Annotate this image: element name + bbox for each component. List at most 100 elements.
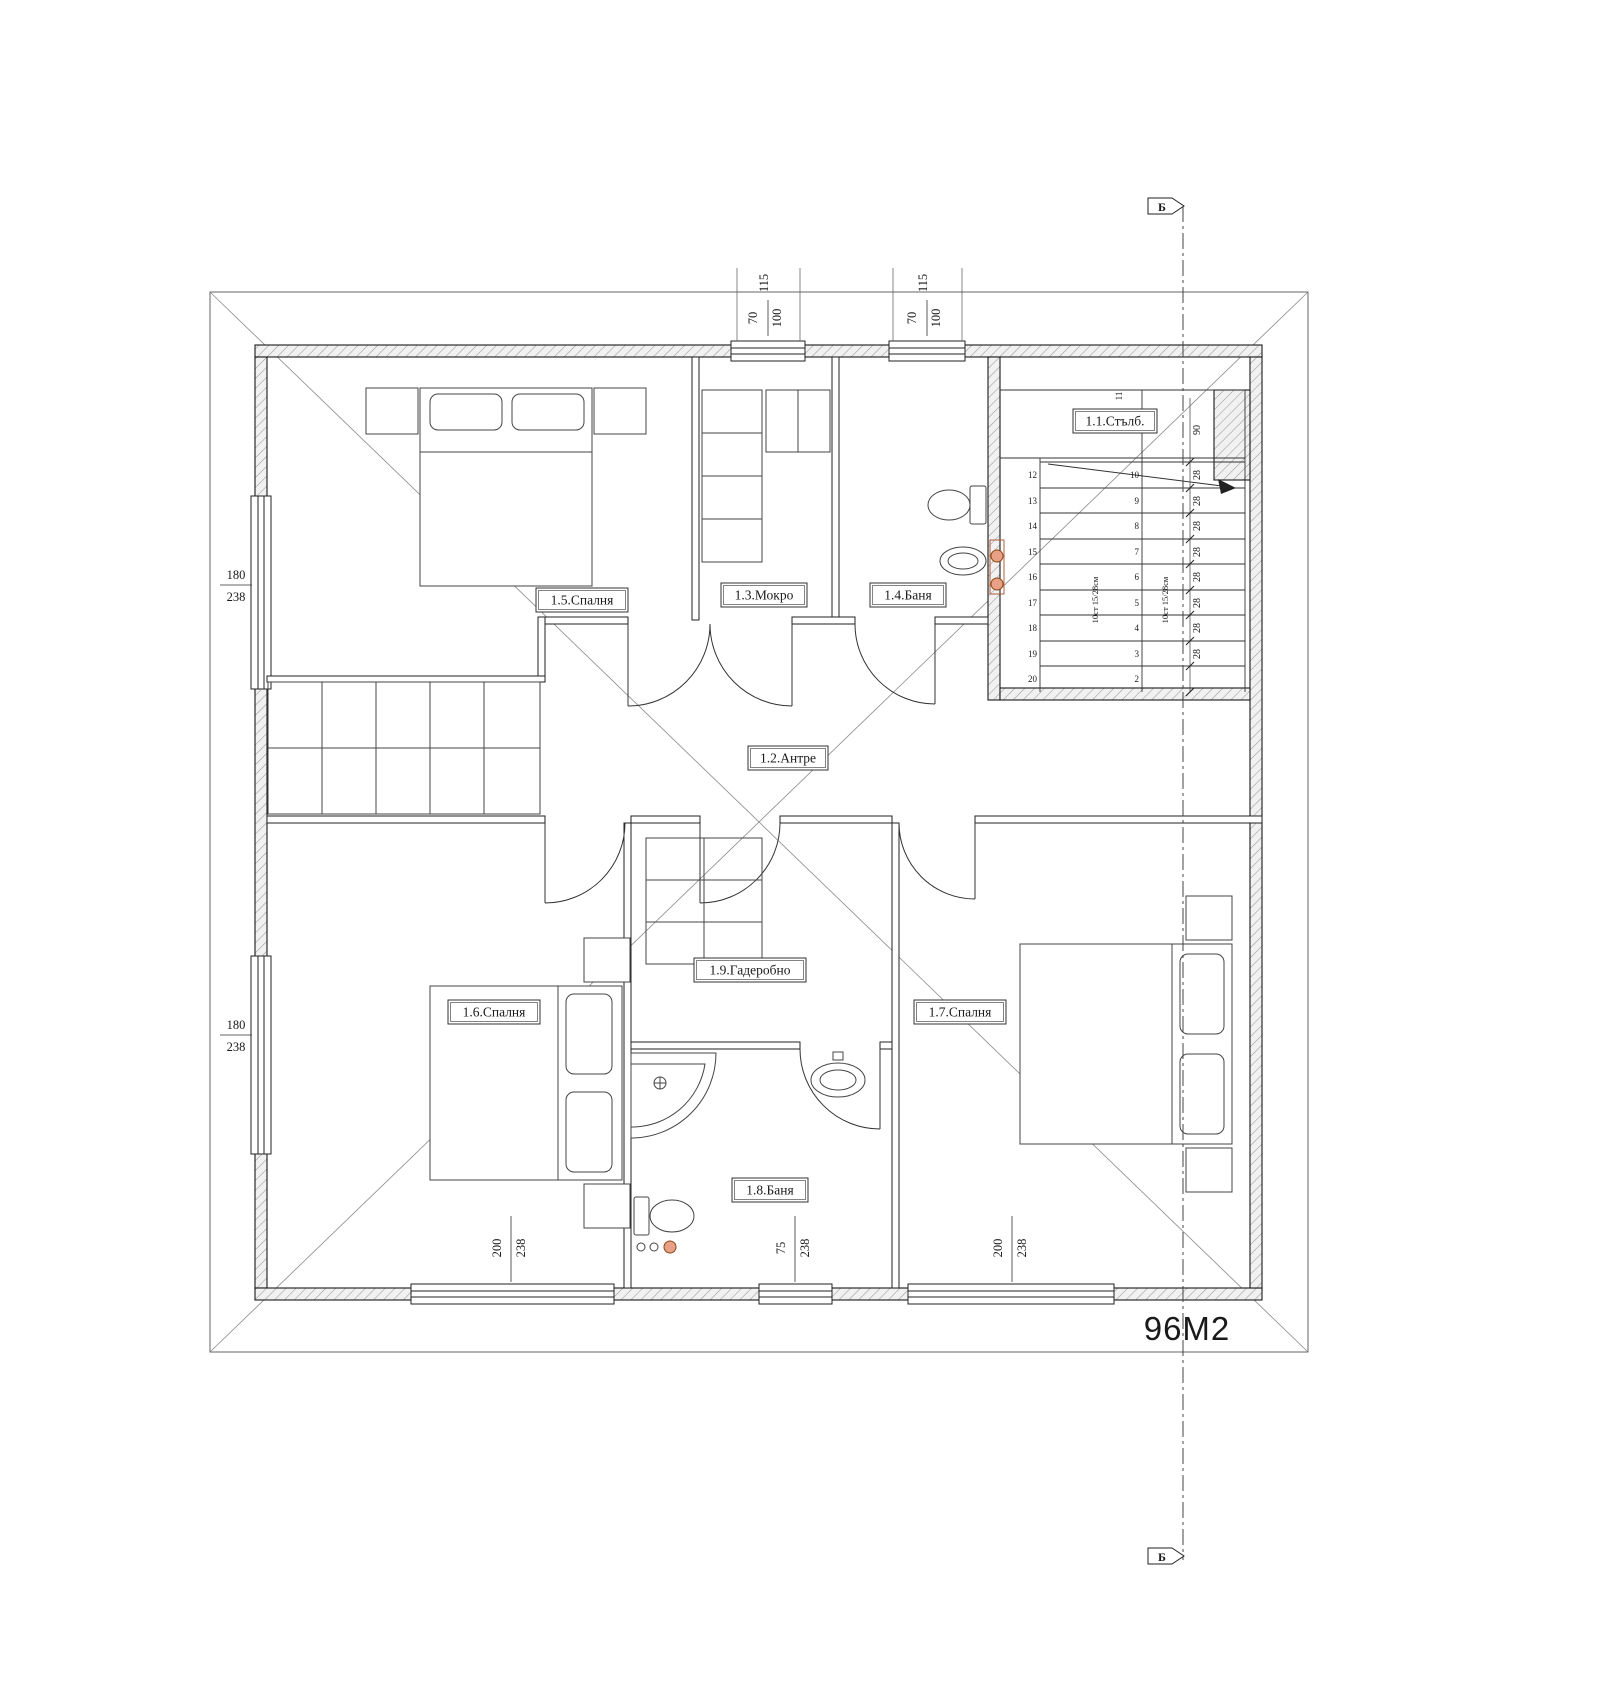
stair-number: 17 (1028, 598, 1038, 608)
window-dim: 200 (991, 1239, 1005, 1258)
window-dim: 70 (905, 312, 919, 325)
stair-number: 12 (1028, 470, 1037, 480)
room-label-bedroom-nw: 1.5.Спалня (535, 587, 629, 613)
window-dims-left: 180 238 180 238 (220, 568, 252, 1054)
svg-text:1.6.Спалня: 1.6.Спалня (463, 1005, 526, 1020)
section-line: Б Б (1147, 197, 1185, 1565)
tread-depth-dim: 28 (1192, 572, 1203, 582)
stair-number: 3 (1135, 649, 1140, 659)
room-label-bedroom-se: 1.7.Спалня (913, 999, 1007, 1025)
flight-width-dim: 90 (1192, 425, 1203, 435)
doors (544, 623, 976, 1130)
bed-sw (429, 937, 631, 1229)
svg-text:1.5.Спалня: 1.5.Спалня (551, 593, 614, 608)
tread-depth-dim: 28 (1192, 623, 1203, 633)
section-marker-bottom: Б (1147, 1547, 1185, 1565)
boiler-symbol (990, 577, 1004, 591)
room-label-hall: 1.2.Антре (747, 745, 829, 771)
stair-number: 8 (1135, 521, 1140, 531)
stair-direction-arrow (1047, 463, 1223, 487)
stair-numbers-left: 12 13 14 15 16 17 18 19 20 (1028, 470, 1038, 684)
svg-text:1.1.Стълб.: 1.1.Стълб. (1086, 414, 1145, 429)
section-marker-top: Б (1147, 197, 1185, 215)
stair-number: 2 (1135, 674, 1140, 684)
svg-text:1.7.Спалня: 1.7.Спалня (929, 1005, 992, 1020)
stair-number: 6 (1135, 572, 1140, 582)
window-dim: 115 (916, 274, 930, 292)
bath-top-fixtures (927, 485, 1005, 595)
shower-symbol (630, 1052, 717, 1139)
first-step-number: 11 (1114, 392, 1124, 401)
room-labels: 1.1.Стълб. 1.2.Антре 1.3.Мокро 1.4.Баня … (447, 408, 1158, 1203)
stair-number: 15 (1028, 547, 1038, 557)
hall-closet (267, 681, 541, 815)
room-label-utility: 1.3.Мокро (720, 582, 808, 608)
bed-se (1019, 895, 1233, 1193)
window-left-1 (250, 495, 272, 690)
window-bottom-2 (758, 1283, 833, 1305)
bed-nw (365, 387, 647, 587)
area-label: 96М2 (1144, 1310, 1231, 1347)
window-dim: 238 (798, 1239, 812, 1258)
svg-text:1.2.Антре: 1.2.Антре (760, 751, 816, 766)
window-dim: 200 (490, 1239, 504, 1258)
window-bottom-1 (410, 1283, 615, 1305)
tread-depth-dim: 28 (1192, 496, 1203, 506)
room-label-stairs: 1.1.Стълб. (1072, 408, 1158, 434)
svg-text:1.8.Баня: 1.8.Баня (746, 1183, 793, 1198)
boiler-symbol (990, 549, 1004, 563)
tread-depth-dim: 28 (1192, 649, 1203, 659)
svg-text:Б: Б (1158, 200, 1166, 214)
bath-bottom-fixtures (630, 1051, 866, 1254)
window-dim: 100 (929, 309, 943, 328)
stair-note: 10ст 15/28см (1090, 576, 1100, 623)
window-dim: 238 (514, 1239, 528, 1258)
window-dim: 180 (227, 568, 246, 582)
window-dim: 238 (227, 1040, 246, 1054)
stair-number: 9 (1135, 496, 1140, 506)
stair-number: 18 (1028, 623, 1038, 633)
room-label-bedroom-sw: 1.6.Спалня (447, 999, 541, 1025)
stair-number: 13 (1028, 496, 1038, 506)
svg-text:1.9.Гадеробно: 1.9.Гадеробно (710, 963, 791, 978)
toilet-symbol (633, 1196, 650, 1236)
interior-walls (266, 356, 1263, 1289)
tread-depth-dim: 28 (1192, 521, 1203, 531)
room-label-bath-bottom: 1.8.Баня (731, 1177, 809, 1203)
window-dim: 100 (770, 309, 784, 328)
window-dim: 238 (227, 590, 246, 604)
svg-text:Б: Б (1158, 1550, 1166, 1564)
stair-note: 10ст 15/28см (1160, 576, 1170, 623)
tread-depth-dim: 28 (1192, 470, 1203, 480)
window-dims-bottom: 200 238 75 238 200 238 (490, 1216, 1029, 1282)
stair-number: 14 (1028, 521, 1038, 531)
window-dim: 238 (1015, 1239, 1029, 1258)
svg-text:1.4.Баня: 1.4.Баня (884, 588, 931, 603)
window-dims-top: 115 70 100 115 70 100 (736, 268, 963, 341)
window-dim: 115 (757, 274, 771, 292)
roof-outline (209, 291, 1309, 1353)
window-top-2 (888, 340, 966, 362)
window-dim: 75 (774, 1242, 788, 1255)
stair-number: 4 (1135, 623, 1140, 633)
window-bottom-3 (907, 1283, 1115, 1305)
room-label-bath-top: 1.4.Баня (869, 582, 947, 608)
staircase (1000, 389, 1246, 697)
stair-number: 20 (1028, 674, 1038, 684)
room-label-closet: 1.9.Гадеробно (693, 957, 807, 983)
stair-number: 19 (1028, 649, 1038, 659)
windows (250, 340, 1115, 1305)
tread-depth-dim: 28 (1192, 547, 1203, 557)
window-dim: 180 (227, 1018, 246, 1032)
wardrobe-cells (645, 837, 763, 965)
stair-number: 16 (1028, 572, 1038, 582)
stair-number: 10 (1130, 470, 1140, 480)
stair-number: 5 (1135, 598, 1140, 608)
svg-text:1.3.Мокро: 1.3.Мокро (735, 588, 794, 603)
window-left-2 (250, 955, 272, 1155)
stair-tread-dims: 28 28 28 28 28 28 28 28 90 11 10ст 15/28… (1090, 392, 1203, 659)
stair-number: 7 (1135, 547, 1140, 557)
window-dim: 70 (746, 312, 760, 325)
